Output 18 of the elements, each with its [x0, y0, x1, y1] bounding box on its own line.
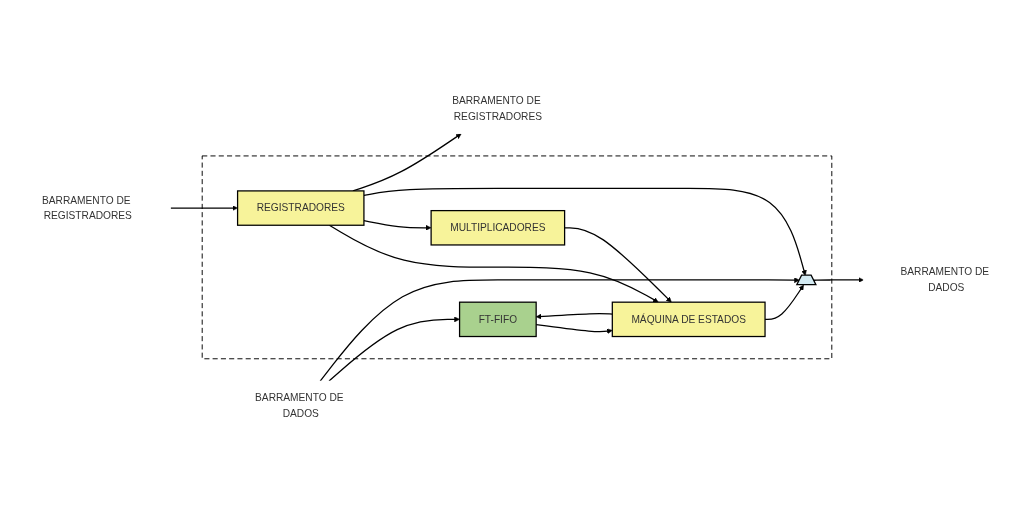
node-box: REGISTRADORES	[236, 190, 365, 226]
node-box: MULTIPLICADORES	[430, 210, 566, 246]
arrow	[363, 187, 807, 276]
node-box: FT-FIFO	[458, 301, 537, 338]
node-text: BARRAMENTO DE REGISTRADORES	[452, 95, 542, 122]
node-text: BARRAMENTO DE DADOS	[900, 266, 990, 293]
arrow	[169, 205, 238, 211]
arrow	[319, 277, 800, 382]
arrow	[813, 277, 864, 283]
arrow	[352, 133, 462, 192]
arrow	[363, 220, 432, 231]
node-box: MÁQUINA DE ESTADOS	[611, 301, 766, 338]
node-text: BARRAMENTO DE REGISTRADORES	[42, 194, 132, 221]
arrow	[328, 316, 460, 382]
cluster	[201, 155, 833, 360]
node-trapezoid	[795, 274, 817, 286]
arrow	[328, 224, 659, 303]
node-text: BARRAMENTO DE DADOS	[255, 392, 344, 419]
